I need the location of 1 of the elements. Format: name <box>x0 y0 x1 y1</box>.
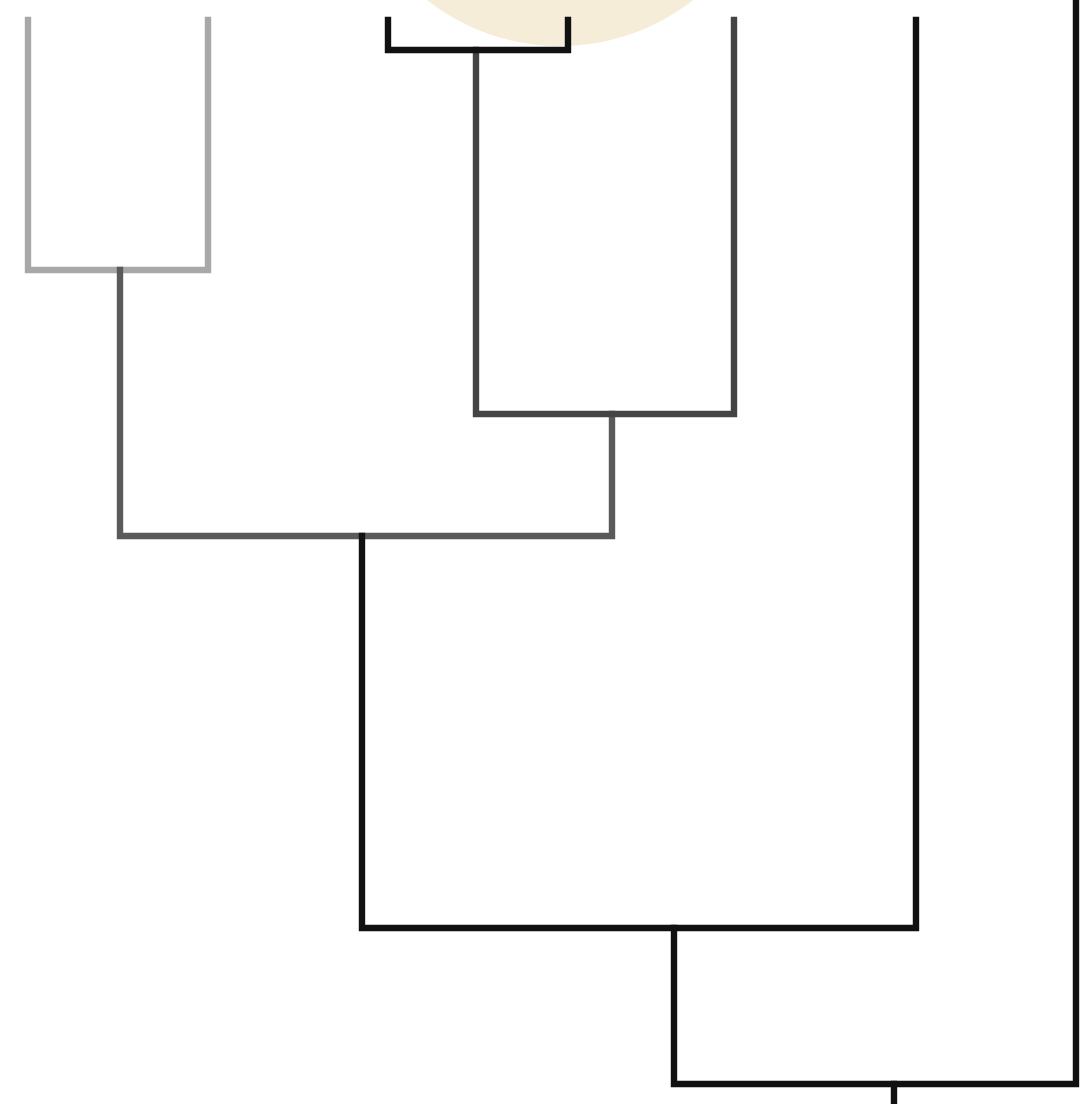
dendrogram-drawing <box>24 0 1080 1104</box>
